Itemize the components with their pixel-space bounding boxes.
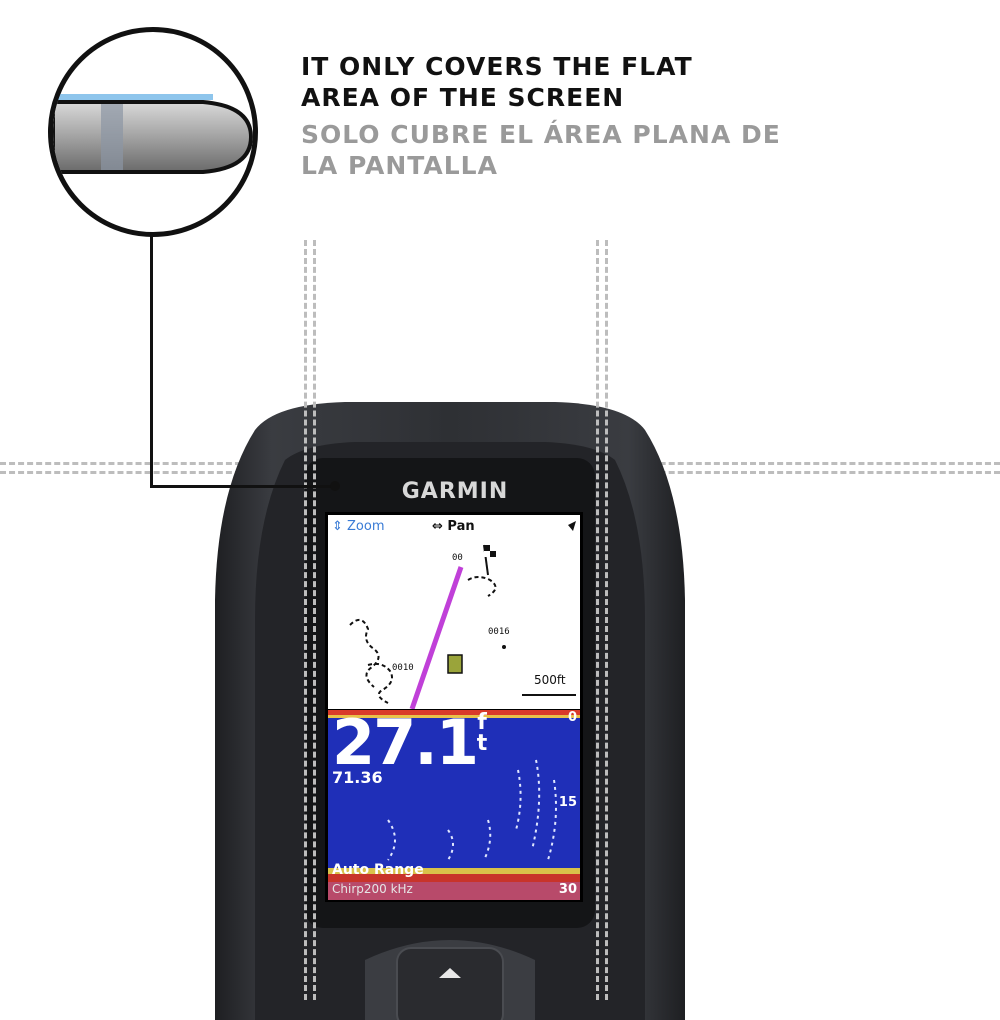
range-mid-label: 15 xyxy=(558,795,577,810)
range-top-label: 0 xyxy=(567,710,577,725)
callout-leader-vertical xyxy=(150,232,153,488)
waypoint-label: 0016 xyxy=(488,627,510,637)
guide-line-vertical-right-b xyxy=(605,240,608,1000)
callout-leader-horizontal xyxy=(150,485,336,488)
guide-line-vertical-left-b xyxy=(313,240,316,1000)
caption-english-line2: AREA OF THE SCREEN xyxy=(301,83,625,112)
waypoint-label: 0010 xyxy=(392,663,414,673)
zoom-control-label: ⇕ Zoom xyxy=(332,519,385,534)
magnifier-circle-icon xyxy=(48,27,258,237)
guide-line-vertical-left-a xyxy=(304,240,307,1000)
depth-readout: 27.1 xyxy=(332,710,479,779)
caption-spanish: SOLO CUBRE EL ÁREA PLANA DE LA PANTALLA xyxy=(301,119,781,181)
up-arrow-key-icon xyxy=(439,968,461,978)
waypoint-label: 00 xyxy=(452,553,463,563)
scale-label: 500ft xyxy=(534,673,566,687)
screen-protector-film xyxy=(53,94,213,100)
brand-logo: GARMIN xyxy=(401,479,509,504)
track-line xyxy=(409,566,464,709)
caption-english: IT ONLY COVERS THE FLAT AREA OF THE SCRE… xyxy=(301,51,693,113)
sonar-panel: 27.1 f t 71.36 0 15 30 Auto Range Chirp2… xyxy=(328,710,580,900)
boat-icon xyxy=(447,654,463,674)
depth-unit: f t xyxy=(475,710,489,756)
temperature-readout: 71.36 xyxy=(332,768,383,787)
map-chart xyxy=(349,521,576,709)
guide-line-vertical-right-a xyxy=(596,240,599,1000)
caption-english-line1: IT ONLY COVERS THE FLAT xyxy=(301,52,693,81)
caption-spanish-line1: SOLO CUBRE EL ÁREA PLANA DE xyxy=(301,120,781,149)
device-screen: ⇕ Zoom ⇔ Pan 00 0016 0010 500ft 27.1 f xyxy=(325,512,583,902)
checkered-flag-icon xyxy=(483,544,496,576)
map-panel: ⇕ Zoom ⇔ Pan 00 0016 0010 500ft xyxy=(328,515,580,709)
caption-spanish-line2: LA PANTALLA xyxy=(301,151,498,180)
depth-unit-f: f xyxy=(477,710,487,735)
range-bottom-label: 30 xyxy=(558,882,577,897)
auto-range-label: Auto Range xyxy=(332,862,424,878)
screen-protector-edge-detail xyxy=(53,94,253,174)
callout-anchor-dot xyxy=(330,481,340,491)
sonar-returns xyxy=(328,710,580,900)
direction-arrow-icon xyxy=(568,521,576,531)
depth-contour xyxy=(349,618,380,688)
frequency-label: Chirp200 kHz xyxy=(332,882,413,896)
depth-unit-t: t xyxy=(476,731,488,756)
pan-control-label: ⇔ Pan xyxy=(432,519,475,534)
